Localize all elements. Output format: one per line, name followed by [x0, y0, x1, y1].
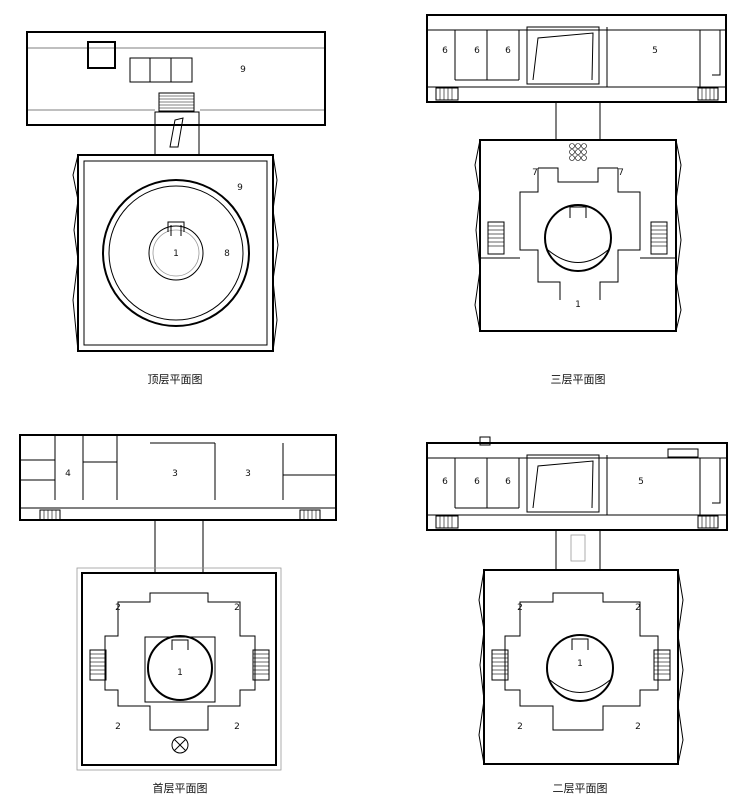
- main-block-outline: [479, 139, 677, 332]
- studio-partition: [526, 454, 600, 513]
- annex-stair-east: [697, 87, 719, 101]
- label-second-core: 1: [577, 659, 583, 669]
- label-top-core: 1: [173, 249, 179, 259]
- core-drum: [147, 635, 213, 701]
- second-floor-plan: 6 6 6 5 2 2 2 2 1: [426, 436, 728, 765]
- zigzag-facade-west: [72, 154, 79, 352]
- annex-roof-outline: [26, 31, 326, 126]
- core-drum: [544, 204, 612, 272]
- bridge-ramp: [169, 117, 184, 148]
- label-third-room-b: 6: [474, 46, 480, 56]
- skylight: [87, 41, 116, 69]
- stair-east: [650, 221, 668, 255]
- caption-ground-floor: 首层平面图: [152, 782, 208, 795]
- third-floor-plan: 6 6 6 5 7 7 1: [426, 14, 727, 332]
- stair-east: [252, 649, 270, 681]
- label-third-room-a: 6: [442, 46, 448, 56]
- stair-west: [487, 221, 505, 255]
- core-stair: [569, 206, 587, 218]
- studio-partition: [526, 26, 600, 85]
- label-second-room-b: 6: [474, 477, 480, 487]
- core-stair: [167, 221, 185, 232]
- core-circle: [148, 225, 204, 281]
- label-ground-sw: 2: [115, 722, 121, 732]
- annex-stair-east: [697, 515, 719, 529]
- main-block-outline: [81, 572, 277, 766]
- cross-walls: [504, 592, 659, 731]
- annex-stair-west: [435, 87, 459, 101]
- label-second-se: 2: [635, 722, 641, 732]
- stair-west: [89, 649, 107, 681]
- zigzag-facade-east: [272, 154, 279, 352]
- label-third-room-c: 6: [505, 46, 511, 56]
- annex-stair-west: [435, 515, 459, 529]
- core-drum: [546, 634, 614, 702]
- label-top-terrace: 9: [237, 183, 243, 193]
- stair-west: [491, 649, 509, 681]
- cross-walls: [104, 592, 256, 731]
- label-top-hall: 9: [240, 65, 246, 75]
- label-second-ne: 2: [635, 603, 641, 613]
- main-block-outline: [77, 154, 274, 352]
- annex-stair-west: [39, 509, 61, 521]
- bridge: [154, 111, 200, 156]
- entrance-symbol: [171, 736, 189, 754]
- roof-window-band: [129, 57, 193, 83]
- cross-wall-west: [519, 168, 561, 300]
- main-block-outline: [483, 569, 679, 765]
- label-ground-room3a: 3: [172, 469, 178, 479]
- core-stair: [571, 638, 589, 650]
- label-second-nw: 2: [517, 603, 523, 613]
- annex-outline: [426, 442, 728, 531]
- label-ground-ne: 2: [234, 603, 240, 613]
- label-ground-room3b: 3: [245, 469, 251, 479]
- ground-floor-plan: 4 3 3 2 2 2 2 1: [19, 434, 337, 771]
- east-service: [705, 457, 721, 504]
- label-second-room-a: 6: [442, 477, 448, 487]
- cross-wall-east: [599, 168, 641, 300]
- top-floor-plan: 9 9 8 1: [26, 31, 326, 352]
- label-ground-se: 2: [234, 722, 240, 732]
- label-ground-room4: 4: [65, 469, 71, 479]
- label-ground-core: 1: [177, 668, 183, 678]
- annex-outline: [426, 14, 727, 103]
- cross-wall-north: [538, 167, 618, 183]
- label-second-studio: 5: [638, 477, 644, 487]
- caption-top-floor: 顶层平面图: [147, 373, 203, 386]
- stair-east: [653, 649, 671, 681]
- core-stair: [171, 639, 189, 650]
- label-third-left-room: 7: [532, 168, 538, 178]
- entry-grille: [569, 143, 587, 161]
- east-service: [705, 29, 721, 76]
- label-top-ring: 8: [224, 249, 230, 259]
- roof-stair: [158, 92, 195, 112]
- label-third-right-room: 7: [618, 168, 624, 178]
- caption-second-floor: 二层平面图: [552, 782, 608, 795]
- label-ground-nw: 2: [115, 603, 121, 613]
- annex-stair-east: [299, 509, 321, 521]
- caption-third-floor: 三层平面图: [550, 373, 606, 386]
- label-third-studio: 5: [652, 46, 658, 56]
- label-third-hall: 1: [575, 300, 581, 310]
- bridge: [555, 529, 601, 571]
- outer-ring-wall: [102, 179, 250, 327]
- label-second-sw: 2: [517, 722, 523, 732]
- label-second-room-c: 6: [505, 477, 511, 487]
- annex-outline: [19, 434, 337, 521]
